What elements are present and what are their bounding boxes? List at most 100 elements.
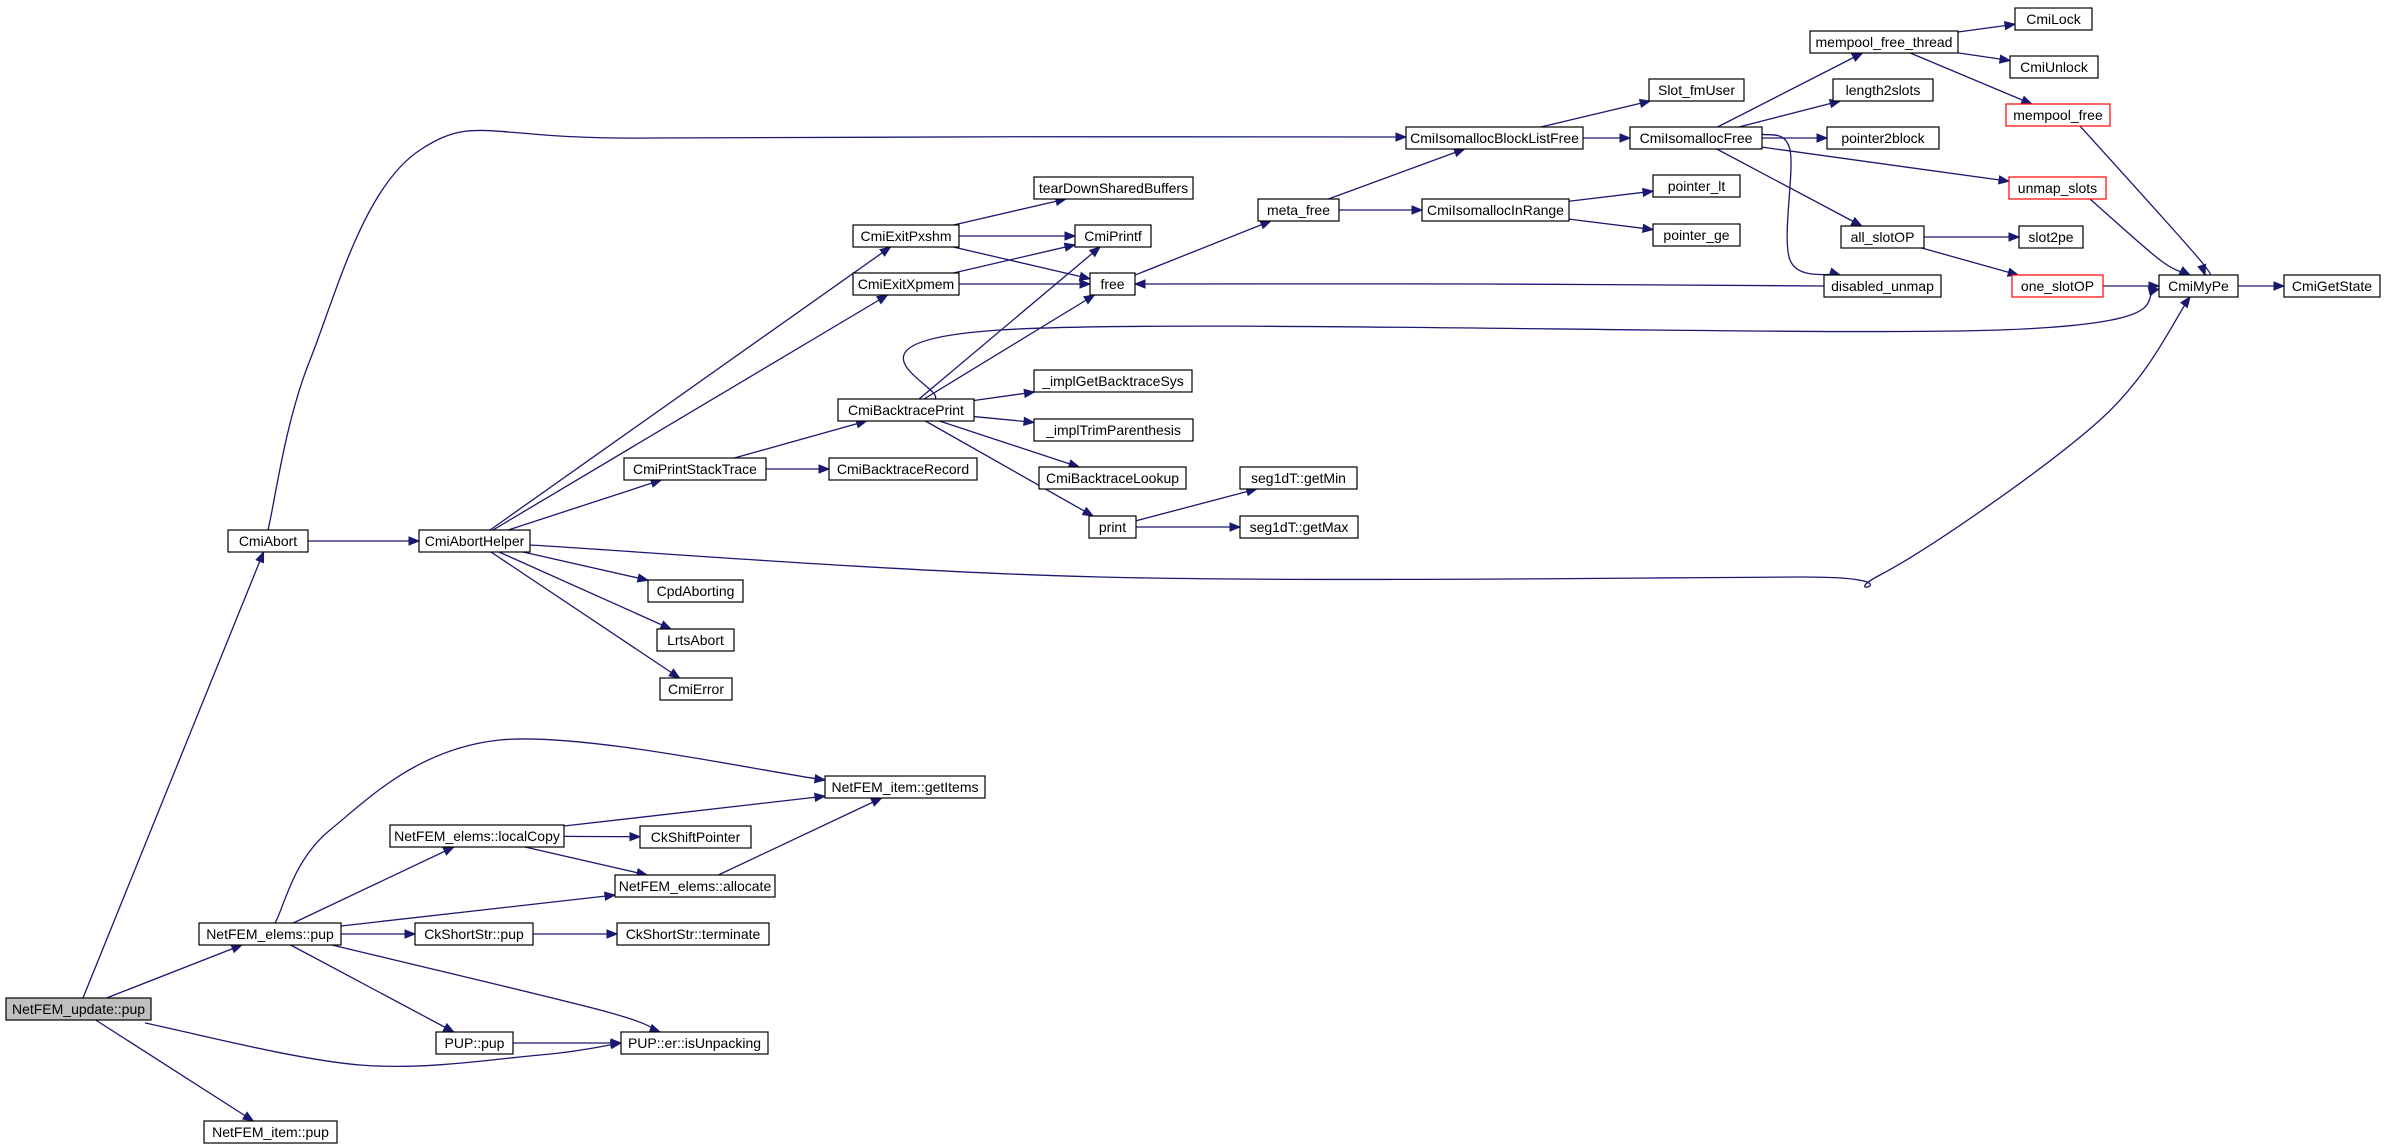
node-netfem_elems_pup[interactable]: NetFEM_elems::pup (198, 922, 342, 946)
node-box (389, 824, 565, 848)
edge-line (1328, 148, 1465, 200)
node-one_slotop[interactable]: one_slotOP (2011, 274, 2104, 298)
node-cmibacktracerecord[interactable]: CmiBacktraceRecord (828, 457, 978, 481)
node-cmibacktraceprint[interactable]: CmiBacktracePrint (837, 398, 975, 422)
edge-line (1135, 488, 1257, 522)
node-label: CmiExitXpmem (858, 276, 954, 292)
edge-mempool_free-to-cmimype (2079, 125, 2212, 277)
arrowhead (404, 929, 417, 939)
node-box (1652, 174, 1741, 198)
node-label: length2slots (1846, 82, 1921, 98)
node-cmibacktracelookup[interactable]: CmiBacktraceLookup (1038, 466, 1187, 490)
node-cmiunlock[interactable]: CmiUnlock (2009, 55, 2099, 79)
node-implgetbacktracesys[interactable]: _implGetBacktraceSys (1033, 369, 1193, 393)
node-disabled_unmap[interactable]: disabled_unmap (1823, 274, 1942, 298)
arrowhead (230, 944, 244, 954)
node-label: CmiPrintf (1084, 228, 1142, 244)
node-netfem_item_getitems[interactable]: NetFEM_item::getItems (824, 775, 986, 799)
node-print[interactable]: print (1088, 515, 1137, 539)
node-netfem_item_pup[interactable]: NetFEM_item::pup (203, 1120, 338, 1144)
node-teardownsharedbuffers[interactable]: tearDownSharedBuffers (1033, 176, 1194, 200)
edge-cmiabort-to-cmiaborthelper (308, 536, 421, 546)
node-box (656, 628, 735, 652)
node-cmiaborthelper[interactable]: CmiAbortHelper (418, 529, 531, 553)
arrowhead (1078, 271, 1092, 282)
node-all_slotop[interactable]: all_slotOP (1840, 225, 1925, 249)
arrowhead (648, 1023, 662, 1033)
node-label: pointer2block (1841, 130, 1925, 146)
node-box (623, 457, 767, 481)
node-seg1dt_getmax[interactable]: seg1dT::getMax (1239, 515, 1359, 539)
node-seg1dt_getmin[interactable]: seg1dT::getMin (1239, 466, 1358, 490)
node-ckshortstr_pup[interactable]: CkShortStr::pup (414, 922, 534, 946)
arrowhead (1229, 522, 1242, 532)
edge-mempool_free_thread-to-cmilock (1957, 20, 2017, 33)
edge-cmiexitpxshm-to-teardownsharedbuffers (953, 196, 1068, 226)
node-label: PUP::pup (445, 1035, 505, 1051)
node-length2slots[interactable]: length2slots (1832, 78, 1934, 102)
node-pup_er_isunpacking[interactable]: PUP::er::isUnpacking (620, 1031, 769, 1055)
edge-netfem_elems_pup-to-pup_er_isunpacking (331, 944, 662, 1033)
node-slot2pe[interactable]: slot2pe (2018, 225, 2084, 249)
node-netfem_update_pup[interactable]: NetFEM_update::pup (5, 997, 152, 1021)
node-label: CmiMyPe (2168, 278, 2229, 294)
node-cmilock[interactable]: CmiLock (2014, 7, 2093, 31)
node-mempool_free_thread[interactable]: mempool_free_thread (1809, 30, 1959, 54)
arrowhead (241, 1111, 255, 1122)
node-label: CmiUnlock (2020, 59, 2089, 75)
edge-line (274, 738, 826, 924)
arrowhead (870, 797, 883, 807)
node-mempool_free[interactable]: mempool_free (2005, 103, 2111, 127)
node-cmiisomallocinrange[interactable]: CmiIsomallocInRange (1421, 198, 1570, 222)
node-cmiprintf[interactable]: CmiPrintf (1074, 224, 1152, 248)
edge-netfem_update_pup-to-cmiabort (82, 550, 265, 999)
edge-print-to-seg1dt_getmin (1135, 487, 1259, 522)
edge-cmiisomallocfree-to-disabled_unmap (1761, 133, 1842, 277)
node-netfem_elems_allocate[interactable]: NetFEM_elems::allocate (614, 874, 776, 898)
node-cmiabort[interactable]: CmiAbort (227, 529, 309, 553)
node-box (414, 922, 534, 946)
node-cmiprintstacktrace[interactable]: CmiPrintStackTrace (623, 457, 767, 481)
node-pointer2block[interactable]: pointer2block (1826, 126, 1940, 150)
edge-cmiprintstacktrace-to-cmibacktracerecord (766, 464, 831, 474)
node-cmiexitpxshm[interactable]: CmiExitPxshm (852, 224, 960, 248)
arrowhead (2008, 232, 2021, 242)
edge-cmiisomallocblocklistfree-to-slot_fmuser (1540, 98, 1652, 128)
node-unmap_slots[interactable]: unmap_slots (2008, 176, 2107, 200)
node-pointer_lt[interactable]: pointer_lt (1652, 174, 1741, 198)
node-meta_free[interactable]: meta_free (1257, 198, 1340, 222)
node-cmiexitxpmem[interactable]: CmiExitXpmem (852, 272, 960, 296)
node-box (1033, 369, 1193, 393)
node-box (435, 1031, 514, 1055)
node-cmimype[interactable]: CmiMyPe (2158, 274, 2239, 298)
edge-line (331, 944, 661, 1033)
node-label: CmiLock (2026, 11, 2081, 27)
node-netfem_elems_localcopy[interactable]: NetFEM_elems::localCopy (389, 824, 565, 848)
node-label: CmiAbort (239, 533, 297, 549)
edge-line (925, 420, 1094, 517)
node-slot_fmuser[interactable]: Slot_fmUser (1648, 78, 1745, 102)
node-pointer_ge[interactable]: pointer_ge (1652, 223, 1741, 247)
node-cmiisomallocblocklistfree[interactable]: CmiIsomallocBlockListFree (1405, 126, 1584, 150)
edge-line (1717, 52, 1863, 128)
node-cmierror[interactable]: CmiError (659, 677, 733, 701)
node-label: PUP::er::isUnpacking (628, 1035, 761, 1051)
edge-line (522, 551, 649, 581)
node-pup_pup[interactable]: PUP::pup (435, 1031, 514, 1055)
node-ckshortstr_terminate[interactable]: CkShortStr::terminate (616, 922, 770, 946)
node-cmigetstate[interactable]: CmiGetState (2283, 274, 2381, 298)
node-ckshiftpointer[interactable]: CkShiftPointer (639, 825, 752, 849)
node-label: slot2pe (2028, 229, 2073, 245)
arrowhead (1998, 54, 2012, 64)
node-cmiisomallocfree[interactable]: CmiIsomallocFree (1629, 126, 1763, 150)
node-free[interactable]: free (1089, 272, 1136, 296)
node-box (1033, 418, 1194, 442)
node-box (1823, 274, 1942, 298)
node-impltrimparenthesis[interactable]: _implTrimParenthesis (1033, 418, 1194, 442)
edge-line (1568, 190, 1654, 202)
node-lrtsabort[interactable]: LrtsAbort (656, 628, 735, 652)
arrowhead (408, 536, 421, 546)
node-cpdaborting[interactable]: CpdAborting (647, 579, 744, 603)
node-box (418, 529, 531, 553)
node-label: CmiBacktraceLookup (1046, 470, 1179, 486)
